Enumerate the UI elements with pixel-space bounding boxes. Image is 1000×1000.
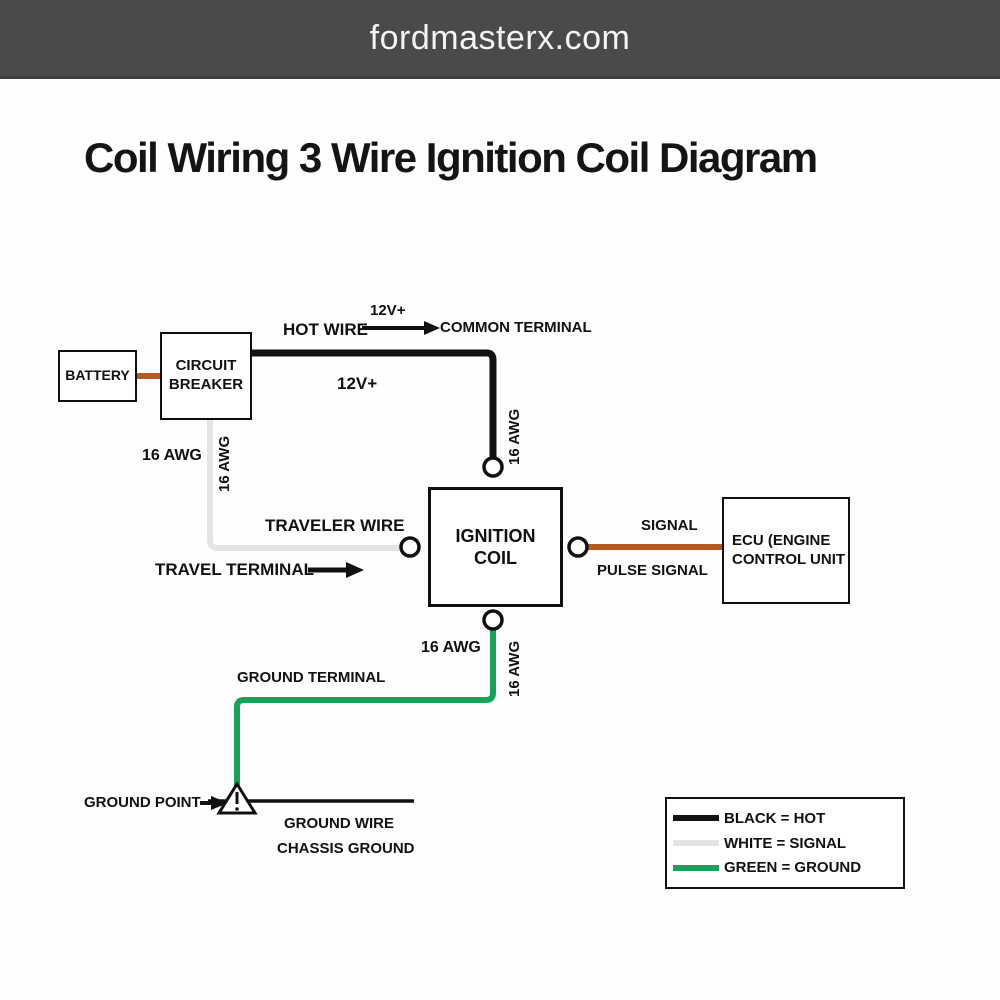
awg-bottom-vertical-label: 16 AWG: [506, 640, 523, 697]
legend-label-signal: WHITE = SIGNAL: [724, 834, 847, 852]
volts-mid-label: 12V+: [337, 374, 378, 393]
ground-point-label: GROUND POINT: [84, 794, 201, 811]
legend-box: BLACK = HOT WHITE = SIGNAL GREEN = GROUN…: [665, 797, 905, 889]
awg-bottom-label: 16 AWG: [421, 639, 481, 656]
circuit-breaker-box: CIRCUIT BREAKER: [160, 332, 252, 420]
ecu-label-line1: ECU (ENGINE: [732, 531, 831, 549]
common-terminal-label: COMMON TERMINAL: [440, 319, 592, 336]
site-header: fordmasterx.com: [0, 0, 1000, 79]
ground-terminal-circle: [482, 609, 504, 631]
signal-label: SIGNAL: [641, 517, 698, 534]
travel-terminal-arrow-head: [346, 562, 364, 578]
ignition-coil-label: IGNITION COIL: [455, 525, 536, 569]
legend-label-ground: GREEN = GROUND: [724, 859, 862, 877]
pulse-signal-label: PULSE SIGNAL: [597, 562, 708, 579]
travel-terminal-circle: [399, 536, 421, 558]
site-title: fordmasterx.com: [369, 18, 631, 57]
common-terminal-arrow-head: [424, 321, 440, 335]
ground-wire-path: [234, 630, 496, 787]
ecu-box: ECU (ENGINE CONTROL UNIT: [722, 497, 850, 604]
hot-wire-path: [252, 349, 497, 457]
ecu-label: ECU (ENGINE CONTROL UNIT: [732, 532, 845, 570]
circuit-breaker-label: CIRCUIT BREAKER: [168, 357, 244, 393]
page-title: Coil Wiring 3 Wire Ignition Coil Diagram: [84, 134, 818, 181]
battery-box: BATTERY: [58, 350, 137, 402]
legend-swatch-ground: [673, 864, 719, 871]
legend-label-hot: BLACK = HOT: [724, 809, 826, 827]
ground-wire-label: GROUND WIRE: [284, 815, 394, 832]
volts-top-label: 12V+: [370, 302, 406, 319]
legend-row-signal: WHITE = SIGNAL: [673, 835, 897, 852]
battery-label: BATTERY: [65, 367, 130, 384]
legend-swatch-signal: [673, 840, 719, 846]
awg-left-label: 16 AWG: [142, 447, 202, 464]
ground-terminal-label: GROUND TERMINAL: [237, 669, 386, 686]
ignition-coil-box: IGNITION COIL: [428, 487, 563, 607]
traveler-wire-path: [207, 420, 400, 551]
chassis-ground-label: CHASSIS GROUND: [277, 840, 415, 857]
legend-row-ground: GREEN = GROUND: [673, 859, 897, 876]
signal-terminal-circle: [567, 536, 589, 558]
awg-top-vertical-label: 16 AWG: [506, 408, 523, 465]
legend-swatch-hot: [673, 815, 719, 822]
ecu-label-line2: CONTROL UNIT: [732, 550, 846, 568]
common-terminal-circle: [482, 456, 504, 478]
warning-exclamation-dot: [235, 807, 239, 811]
hot-wire-label: HOT WIRE: [283, 320, 368, 339]
traveler-wire-label: TRAVELER WIRE: [265, 516, 405, 535]
legend-row-hot: BLACK = HOT: [673, 810, 897, 827]
travel-terminal-label: TRAVEL TERMINAL: [155, 560, 314, 579]
awg-left-vertical-label: 16 AWG: [216, 435, 233, 492]
